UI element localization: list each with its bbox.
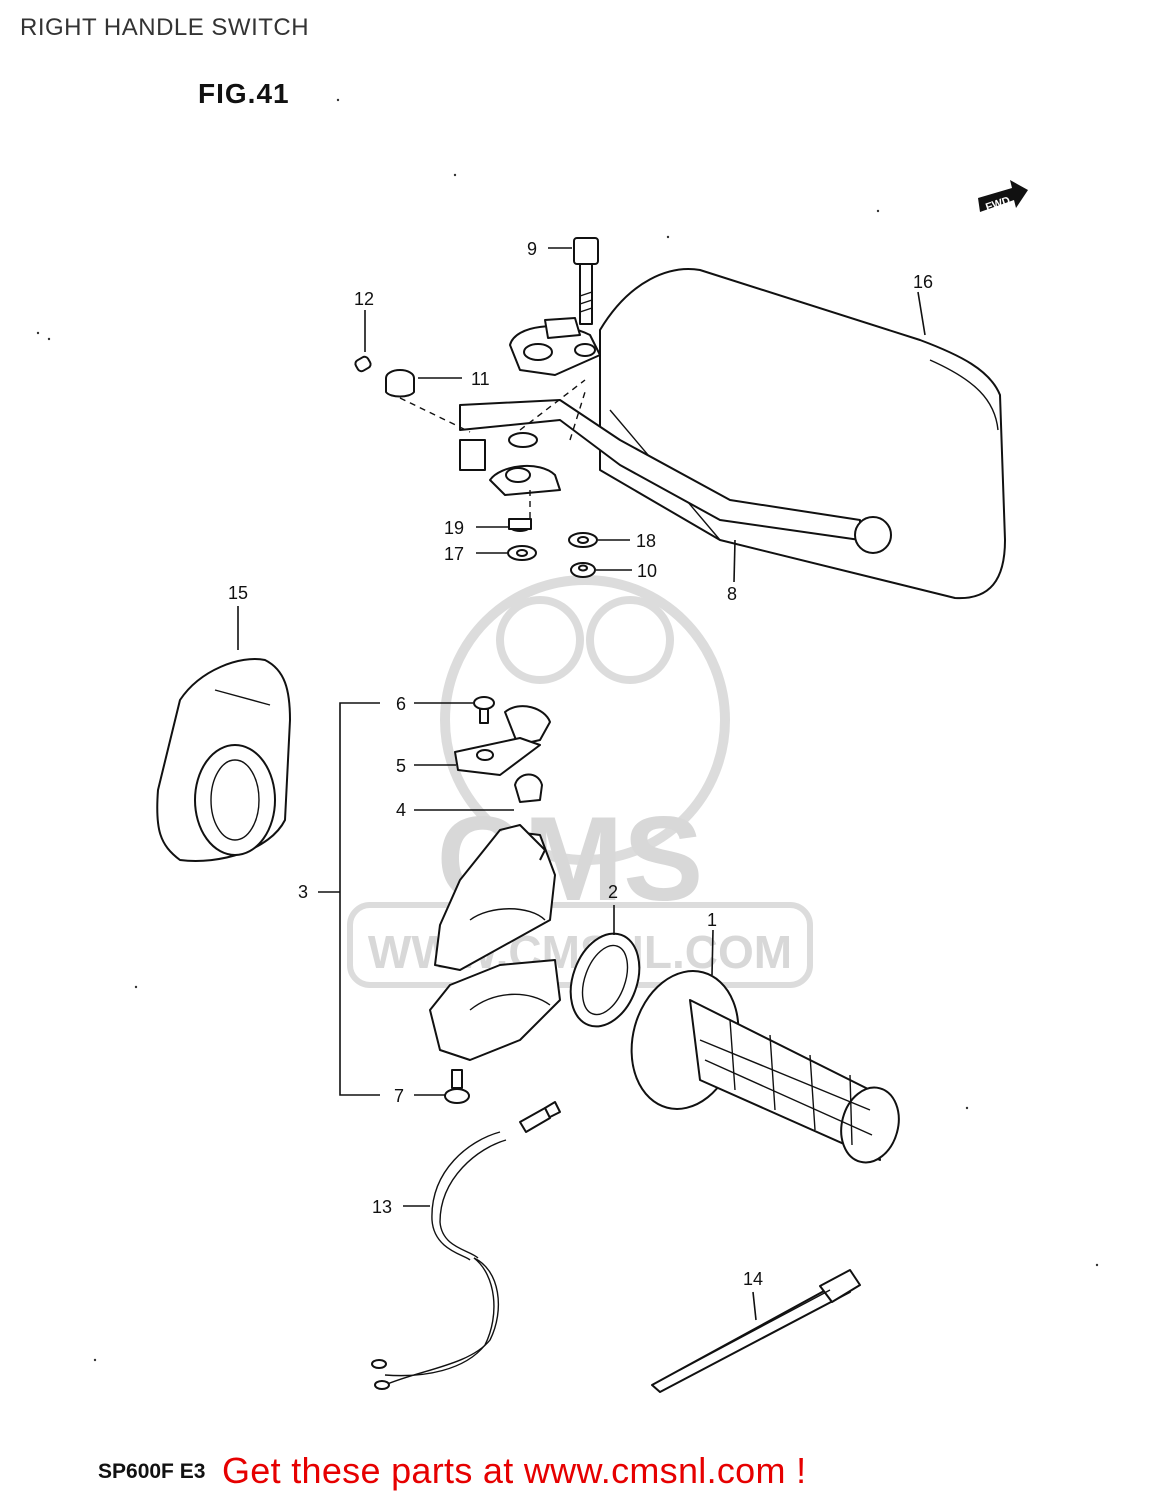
callout-8: 8 [727,584,737,604]
model-code: SP600F E3 [98,1460,206,1483]
callout-18: 18 [636,531,656,551]
scan-specks [36,98,1099,1362]
callout-11: 11 [471,369,490,389]
cable-tie [651,1269,861,1393]
callout-2: 2 [608,882,618,902]
callout-5: 5 [396,756,406,776]
bracket-lever [459,399,892,554]
leader-lines [237,247,926,1321]
callout-17: 17 [444,544,464,564]
washer-18 [568,532,598,548]
callout-15: 15 [228,583,248,603]
switch-housing-upper [434,824,556,971]
callout-4: 4 [396,800,406,820]
handle-grip [630,970,900,1164]
switch-cover [156,658,291,862]
cap-plug [385,369,415,398]
wire-harness [371,1101,561,1390]
assembly-lines [399,379,586,520]
nut-10 [570,562,596,578]
watermark: CMS WWW.CMSNL.COM [347,575,813,988]
promo-link[interactable]: Get these parts at www.cmsnl.com ! [222,1450,807,1491]
switch-housing-lower [429,959,561,1061]
callout-6: 6 [396,694,406,714]
callout-9: 9 [527,239,537,259]
page-title: RIGHT HANDLE SWITCH [20,14,310,41]
callout-13: 13 [372,1197,392,1217]
cable-guide-upper [504,705,551,746]
switch-plate-5 [454,737,541,776]
throttle-ring [569,932,641,1028]
hand-guard [599,268,1006,600]
callout-16: 16 [913,272,933,292]
screw-7 [444,1069,470,1104]
fwd-arrow-icon: FWD [978,180,1028,214]
callout-12: 12 [354,289,374,309]
callout-10: 10 [637,561,657,581]
callout-3: 3 [298,882,308,902]
clamp-top [509,317,601,376]
callout-1: 1 [707,910,717,930]
figure-number: FIG.41 [198,78,290,109]
clip-4 [514,773,543,803]
screw-6 [473,696,495,724]
small-pin [354,355,372,373]
bolt [573,237,599,325]
callout-14: 14 [743,1269,763,1289]
nut-19 [508,518,532,532]
callout-19: 19 [444,518,464,538]
washer-17 [507,545,537,561]
callout-7: 7 [394,1086,404,1106]
group-bracket [339,702,380,1096]
